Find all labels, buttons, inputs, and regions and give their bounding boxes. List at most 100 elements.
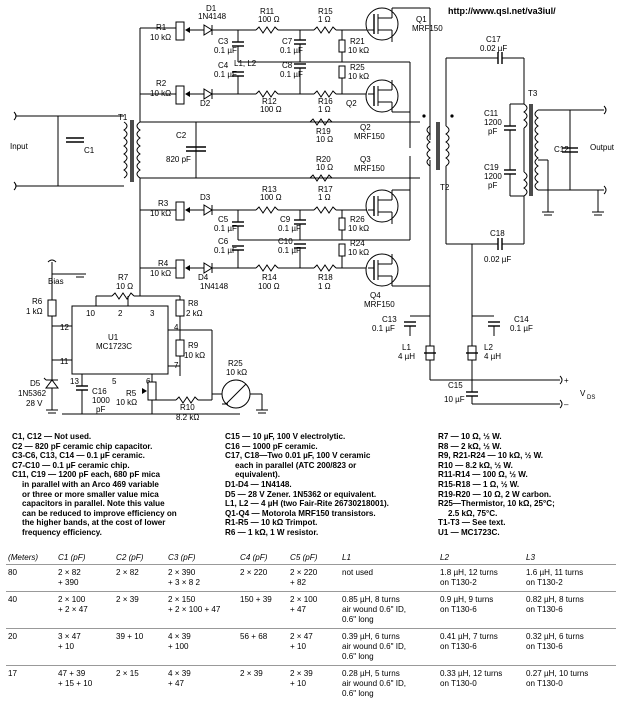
table-cell: 56 + 68 xyxy=(238,629,288,666)
table-cell: 2 × 220+ 82 xyxy=(288,565,340,592)
d3-label: D3 xyxy=(200,193,211,202)
cell-line: 0.28 µH, 5 turns xyxy=(342,669,436,679)
cell-line: + 100 xyxy=(168,642,236,652)
column-header: (Meters) xyxy=(6,550,56,565)
r3-label: R3 xyxy=(158,199,169,208)
cell-line: on T130-2 xyxy=(526,578,614,588)
c10-label: C10 xyxy=(278,237,293,246)
cell-line: 2 × 39 xyxy=(116,595,164,605)
parts-list-line: R7 — 10 Ω, ½ W. xyxy=(438,432,613,442)
cell-line: 1.6 µH, 11 turns xyxy=(526,568,614,578)
r9-value: 10 kΩ xyxy=(184,351,205,360)
bias-regulator: Bias R6 1 kΩ D5 1N5362 28 V U1 MC1723C 1… xyxy=(18,260,268,422)
c13-value: 0.1 µF xyxy=(372,324,395,333)
parts-list-column-1: C1, C12 — Not used.C2 — 820 pF ceramic c… xyxy=(12,432,217,538)
parts-list-line: R15-R18 — 1 Ω, ½ W. xyxy=(438,480,613,490)
cell-line: + 390 xyxy=(58,578,112,588)
q1-label: Q1 xyxy=(416,15,427,24)
r12-value: 100 Ω xyxy=(260,105,282,114)
d2-label: D2 xyxy=(200,99,211,108)
parts-list-line: the higher bands, at the cost of lower xyxy=(12,518,217,528)
column-header: L3 xyxy=(524,550,616,565)
cell-line: on T130-6 xyxy=(440,642,522,652)
l2-value: 4 µH xyxy=(484,352,501,361)
r14-label: R14 xyxy=(262,273,277,282)
c16-value: 1000 xyxy=(92,396,110,405)
parts-list-line: C11, C19 — 1200 pF each, 680 pF mica xyxy=(12,470,217,480)
c5-value: 0.1 µF xyxy=(214,224,237,233)
cell-line: on T130-2 xyxy=(440,578,522,588)
table-cell: 150 + 39 xyxy=(238,592,288,629)
c4-value: 0.1 µF xyxy=(214,70,237,79)
c7-label: C7 xyxy=(282,37,293,46)
cell-line: 2 × 47 xyxy=(290,632,338,642)
column-header: L2 xyxy=(438,550,524,565)
cell-line: 0.33 µH, 12 turns xyxy=(440,669,522,679)
cell-line: 2 × 100 xyxy=(58,595,112,605)
cell-line: 150 + 39 xyxy=(240,595,286,605)
c11-label: C11 xyxy=(484,109,499,118)
parts-list-line: each in parallel (ATC 200/823 or xyxy=(225,461,440,471)
parts-list-line: R11-R14 — 100 Ω, ½ W. xyxy=(438,470,613,480)
table-cell: 2 × 47+ 10 xyxy=(288,629,340,666)
parts-list-line: R10 — 8.2 kΩ, ½ W. xyxy=(438,461,613,471)
cell-line: 0.6" long xyxy=(342,615,436,625)
r6-label: R6 xyxy=(32,297,43,306)
supply-section: C13 0.1 µF C14 0.1 µF L1 4 µH L2 4 µH C1… xyxy=(372,244,595,409)
parts-list-line: R1-R5 — 10 kΩ Trimpot. xyxy=(225,518,440,528)
source-url[interactable]: http://www.qsl.net/va3iul/ xyxy=(448,6,556,16)
cell-line: 0.9 µH, 9 turns xyxy=(440,595,522,605)
cell-line: 39 + 10 xyxy=(116,632,164,642)
t1-transformer: T1 xyxy=(118,113,140,182)
table-cell: 2 × 100+ 2 × 47 xyxy=(56,592,114,629)
cell-line: + 10 xyxy=(290,679,338,689)
vds-plus: + xyxy=(564,376,569,385)
c16-unit: pF xyxy=(96,405,105,414)
c15-value: 10 µF xyxy=(444,395,465,404)
pin-4: 4 xyxy=(174,323,179,332)
c9-value: 0.1 µF xyxy=(278,224,301,233)
cell-line: 2 × 82 xyxy=(116,568,164,578)
cell-line: air wound 0.6" ID, xyxy=(342,642,436,652)
c4-label: C4 xyxy=(218,61,229,70)
r1-label: R1 xyxy=(156,23,167,32)
column-header: C2 (pF) xyxy=(114,550,166,565)
r8-value: 2 kΩ xyxy=(186,309,203,318)
r26-value: 10 kΩ xyxy=(348,224,369,233)
l1l2-label: L1, L2 xyxy=(234,59,257,68)
cell-line: air wound 0.6" ID, xyxy=(342,679,436,689)
r8-label: R8 xyxy=(188,299,199,308)
cell-line: 40 xyxy=(8,595,54,605)
c15-label: C15 xyxy=(448,381,463,390)
cell-line: + 3 × 8 2 xyxy=(168,578,236,588)
parts-list-line: capacitors in parallel. Note this value xyxy=(12,499,217,509)
cell-line: 0.6" long xyxy=(342,689,436,699)
cell-line: 80 xyxy=(8,568,54,578)
r21-value: 10 kΩ xyxy=(348,46,369,55)
cell-line: 56 + 68 xyxy=(240,632,286,642)
c3-label: C3 xyxy=(218,37,229,46)
c12-label: C12 xyxy=(554,145,569,154)
q2-mid-label: Q2 xyxy=(360,123,371,132)
cell-line: 1.8 µH, 12 turns xyxy=(440,568,522,578)
cell-line: 2 × 39 xyxy=(290,669,338,679)
q1-transistor: Q1 MRF150 xyxy=(366,8,443,42)
d4-label: D4 xyxy=(198,273,209,282)
d1-value: 1N4148 xyxy=(198,12,227,21)
table-cell: 20 xyxy=(6,629,56,666)
r20-value: 10 Ω xyxy=(316,163,333,172)
t3-label: T3 xyxy=(528,89,538,98)
parts-list-line: C7-C10 — 0.1 µF ceramic chip. xyxy=(12,461,217,471)
parts-list-line: frequency efficiency. xyxy=(12,528,217,538)
r7-label: R7 xyxy=(118,273,129,282)
parts-list-line: equivalent). xyxy=(225,470,440,480)
parts-list-line: R25—Thermistor, 10 kΩ, 25°C; xyxy=(438,499,613,509)
r13-value: 100 Ω xyxy=(260,193,282,202)
r11-value: 100 Ω xyxy=(258,15,280,24)
r3-value: 10 kΩ xyxy=(150,209,171,218)
